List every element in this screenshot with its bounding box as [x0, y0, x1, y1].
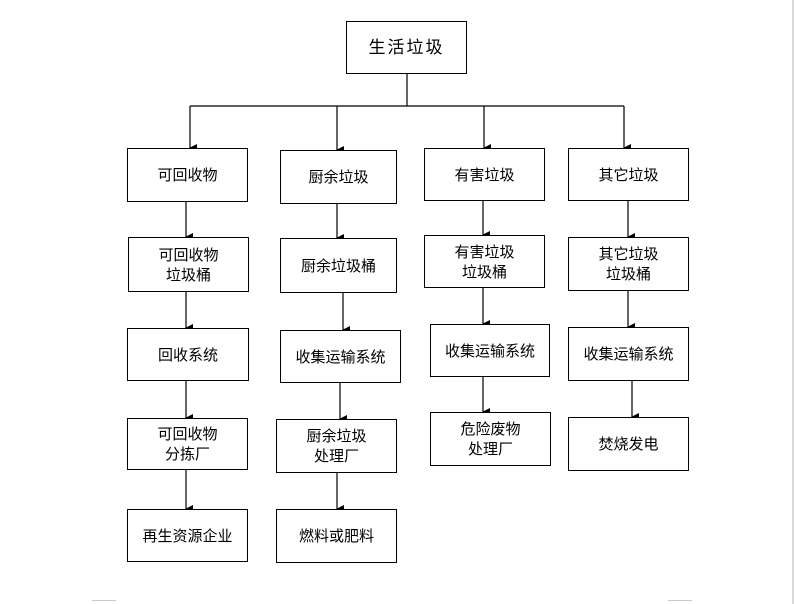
- hazardous-category-node: 有害垃圾: [424, 148, 545, 201]
- kitchen-collection-transport-node: 收集运输系统: [280, 330, 401, 383]
- root-node: 生活垃圾: [346, 21, 467, 74]
- hazardous-waste-treatment-plant-node: 危险废物 处理厂: [430, 412, 551, 466]
- recyclable-category-node: 可回收物: [127, 148, 248, 202]
- other-waste-bin-node: 其它垃圾 垃圾桶: [568, 237, 689, 291]
- renewable-resource-enterprise-node: 再生资源企业: [127, 509, 248, 562]
- recycling-system-node: 回收系统: [127, 328, 249, 381]
- fuel-or-fertilizer-node: 燃料或肥料: [276, 509, 397, 563]
- hazardous-collection-transport-node: 收集运输系统: [430, 324, 550, 377]
- page-corner-mark: [92, 600, 116, 604]
- incineration-power-node: 焚烧发电: [568, 417, 689, 471]
- hazardous-bin-node: 有害垃圾 垃圾桶: [424, 235, 545, 288]
- kitchen-waste-bin-node: 厨余垃圾桶: [280, 238, 397, 293]
- kitchen-waste-treatment-plant-node: 厨余垃圾 处理厂: [276, 419, 397, 473]
- page-corner-mark: [668, 600, 692, 604]
- recyclable-bin-node: 可回收物 垃圾桶: [128, 237, 249, 292]
- other-waste-category-node: 其它垃圾: [568, 148, 689, 201]
- page-edge: [792, 0, 794, 604]
- other-collection-transport-node: 收集运输系统: [568, 327, 689, 381]
- recyclable-sorting-plant-node: 可回收物 分拣厂: [127, 418, 248, 470]
- kitchen-waste-category-node: 厨余垃圾: [280, 150, 397, 204]
